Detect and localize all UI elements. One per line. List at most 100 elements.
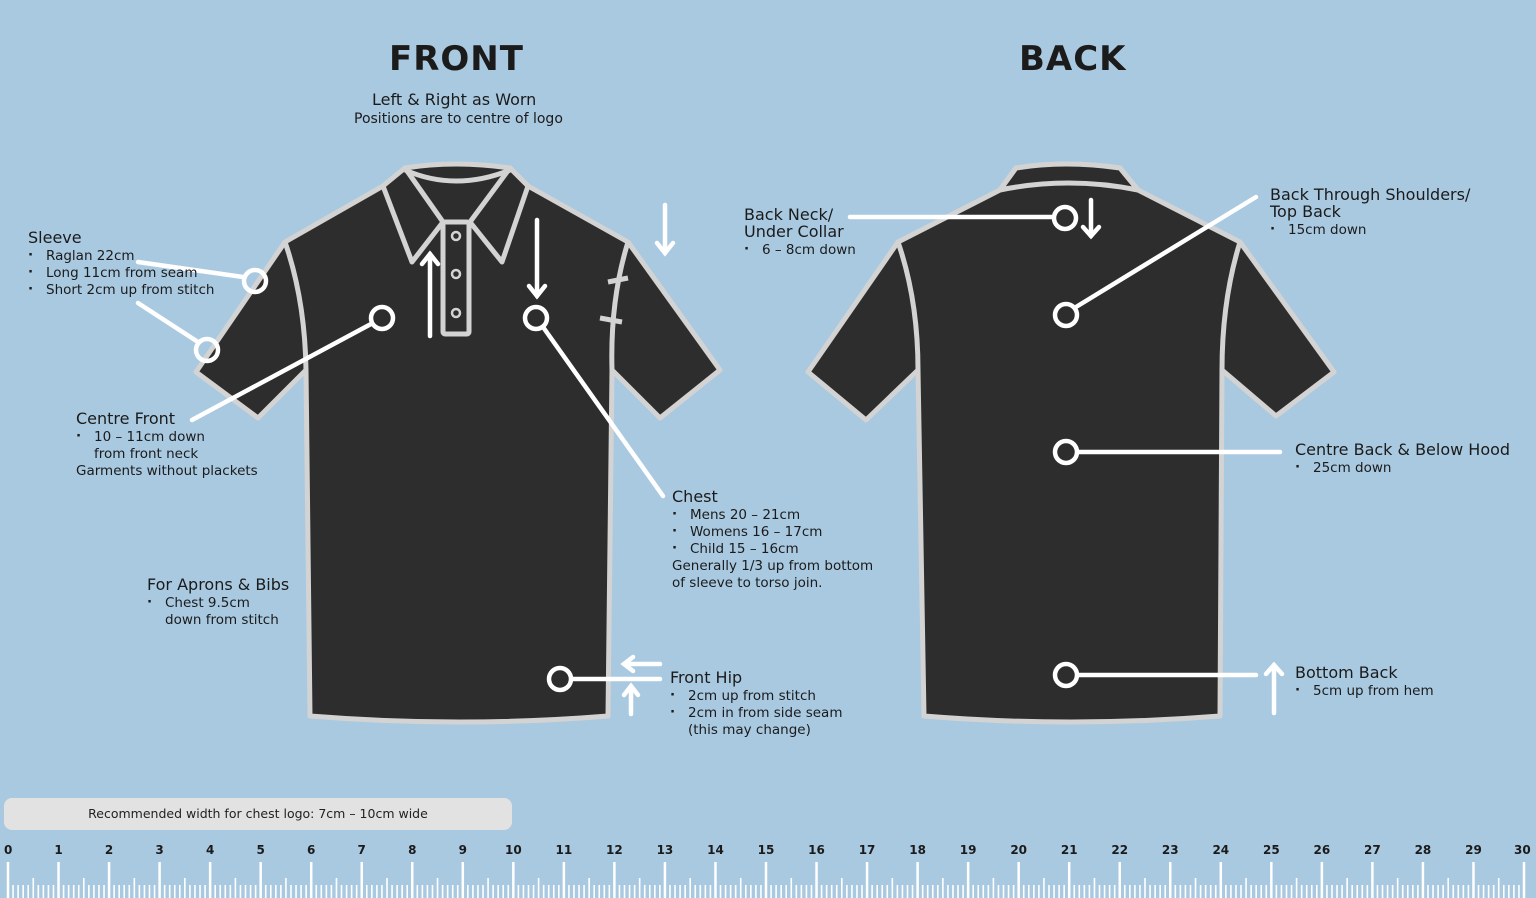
front-hip-item: 2cm in from side seam (670, 704, 842, 722)
back-shoulders-marker (1052, 301, 1080, 329)
front-sleeve-seam-right (609, 241, 631, 371)
aprons-label: For Aprons & Bibs (147, 575, 290, 594)
back-collar (997, 161, 1141, 193)
back-title: BACK (1019, 39, 1127, 79)
ruler-label: 26 (1314, 843, 1331, 857)
front-title: FRONT (389, 39, 524, 79)
front-shirt-body (193, 161, 723, 725)
ruler-label: 21 (1061, 843, 1078, 857)
arrow-down-chest (526, 217, 548, 300)
centre-back-callout: Centre Back & Below Hood 25cm down (1295, 441, 1510, 477)
ruler-label: 29 (1465, 843, 1482, 857)
ruler-label: 9 (459, 843, 467, 857)
ruler-label: 7 (358, 843, 366, 857)
chest-note-2: of sleeve to torso join. (672, 575, 823, 591)
sleeve-raglan-marker (241, 267, 269, 295)
back-shoulders-label-1: Back Through Shoulders/ (1270, 185, 1471, 204)
arrow-up-hip (621, 682, 641, 717)
sleeve-item: Short 2cm up from stitch (28, 281, 214, 299)
chest-label: Chest (672, 487, 718, 506)
centre-front-item: 10 – 11cm down (76, 428, 258, 446)
placket-button-2 (450, 268, 462, 280)
bottom-back-marker (1052, 661, 1080, 689)
front-subtitle: Left & Right as Worn (372, 90, 537, 109)
centre-front-marker (368, 304, 396, 332)
front-hip-item: 2cm up from stitch (670, 687, 842, 705)
ruler-label: 13 (657, 843, 674, 857)
bottom-back-item: 5cm up from hem (1295, 682, 1434, 700)
sleeve-hem-mark-2 (599, 315, 623, 325)
back-neck-label-1: Back Neck/ (744, 205, 834, 224)
ruler-label: 5 (256, 843, 264, 857)
ruler-label: 23 (1162, 843, 1179, 857)
arrow-down-shoulder (654, 202, 676, 257)
arrow-down-back-neck (1080, 197, 1102, 240)
back-shoulders-label-2: Top Back (1270, 202, 1341, 221)
aprons-callout: For Aprons & Bibs Chest 9.5cm down from … (147, 576, 289, 629)
ruler-label: 22 (1111, 843, 1128, 857)
front-sleeve-seam-left (282, 241, 309, 371)
centre-back-marker (1052, 438, 1080, 466)
centre-front-label: Centre Front (76, 409, 176, 428)
ruler-label: 16 (808, 843, 825, 857)
chest-note-1: Generally 1/3 up from bottom (672, 558, 874, 574)
ruler-label: 19 (960, 843, 977, 857)
aprons-line2: down from stitch (165, 612, 279, 628)
ruler-label: 15 (758, 843, 775, 857)
ruler-label: 10 (505, 843, 522, 857)
placket-button-3 (450, 307, 462, 319)
centre-front-note: Garments without plackets (76, 463, 258, 479)
arrow-up-placket (419, 250, 441, 339)
sleeve-hem-mark-1 (607, 275, 629, 285)
chest-callout: Chest Mens 20 – 21cm Womens 16 – 17cm Ch… (672, 488, 873, 592)
ruler-label: 20 (1010, 843, 1027, 857)
back-shoulders-item: 15cm down (1270, 221, 1470, 239)
ruler-label: 24 (1212, 843, 1229, 857)
chest-item: Womens 16 – 17cm (672, 523, 873, 541)
ruler-label: 1 (54, 843, 62, 857)
ruler-label: 25 (1263, 843, 1280, 857)
chest-item: Mens 20 – 21cm (672, 506, 873, 524)
sleeve-item: Long 11cm from seam (28, 264, 214, 282)
chest-marker (522, 304, 550, 332)
back-neck-callout: Back Neck/ Under Collar 6 – 8cm down (744, 206, 856, 259)
back-neck-marker (1051, 204, 1079, 232)
ruler-label: 18 (909, 843, 926, 857)
placket-button-1 (450, 230, 462, 242)
bottom-back-callout: Bottom Back 5cm up from hem (1295, 664, 1434, 700)
back-neck-label-2: Under Collar (744, 222, 844, 241)
sleeve-short-marker (193, 336, 221, 364)
aprons-item: Chest 9.5cm (147, 594, 289, 612)
front-collar-band (403, 167, 511, 184)
front-hip-marker (546, 665, 574, 693)
ruler-label: 6 (307, 843, 315, 857)
sleeve-leader-bottom (135, 300, 201, 345)
centre-front-leader (189, 321, 374, 423)
ruler-label: 11 (556, 843, 573, 857)
centre-back-item: 25cm down (1295, 459, 1510, 477)
ruler-label: 2 (105, 843, 113, 857)
ruler-label: 28 (1415, 843, 1432, 857)
front-hip-callout: Front Hip 2cm up from stitch 2cm in from… (670, 669, 842, 739)
ruler-label: 0 (4, 843, 12, 857)
front-subtitle-note: Positions are to centre of logo (354, 111, 563, 127)
arrow-left-hip (620, 654, 663, 674)
centre-back-label: Centre Back & Below Hood (1295, 440, 1511, 459)
front-hip-note: (this may change) (688, 722, 811, 738)
chest-item: Child 15 – 16cm (672, 540, 873, 558)
centre-front-callout: Centre Front 10 – 11cm down from front n… (76, 410, 258, 480)
back-sleeve-seam-right (1219, 241, 1243, 371)
ruler-label: 12 (606, 843, 623, 857)
bottom-back-label: Bottom Back (1295, 663, 1398, 682)
back-sleeve-seam-left (895, 241, 921, 371)
back-shoulders-callout: Back Through Shoulders/ Top Back 15cm do… (1270, 186, 1470, 239)
ruler-label: 8 (408, 843, 416, 857)
back-neck-item: 6 – 8cm down (744, 241, 856, 259)
ruler-label: 4 (206, 843, 214, 857)
ruler-label: 27 (1364, 843, 1381, 857)
recommended-width-note: Recommended width for chest logo: 7cm – … (4, 798, 512, 830)
sleeve-callout: Sleeve Raglan 22cm Long 11cm from seam S… (28, 229, 214, 299)
ruler-label: 17 (859, 843, 876, 857)
